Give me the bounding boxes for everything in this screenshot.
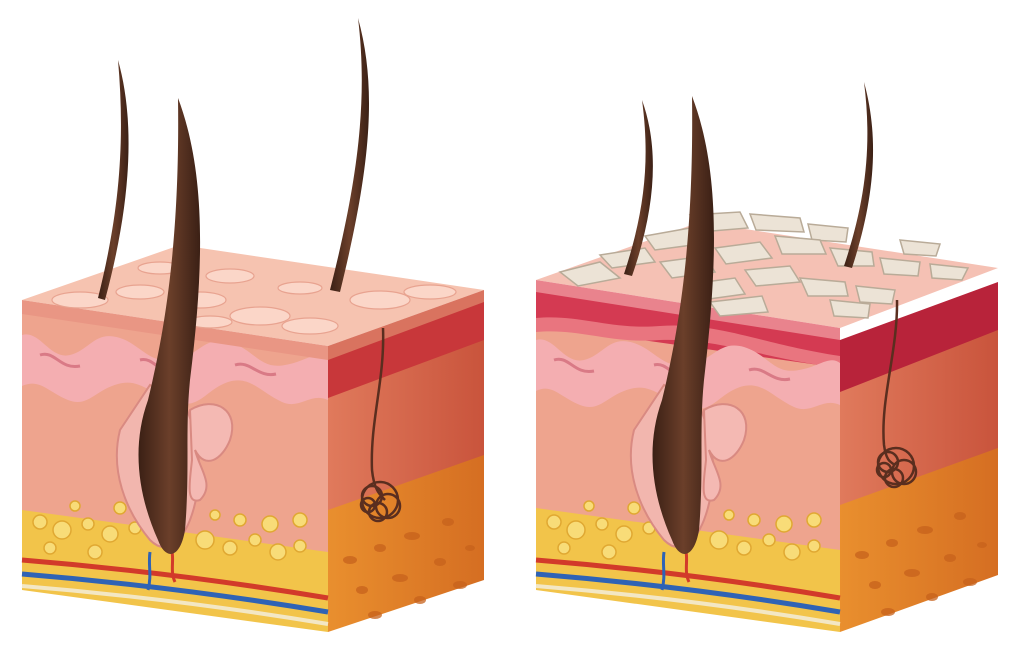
epidermis-top-face bbox=[22, 245, 484, 346]
capillary-blue-2 bbox=[660, 551, 666, 591]
vein bbox=[21, 571, 329, 615]
capillary-red-2 bbox=[684, 551, 691, 583]
hair-strand-4 bbox=[624, 100, 653, 276]
sebaceous-gland bbox=[188, 403, 234, 502]
artery bbox=[21, 557, 329, 601]
sweat-gland-coil bbox=[359, 480, 402, 523]
sweat-duct-2 bbox=[882, 299, 899, 467]
nerve-2 bbox=[535, 584, 841, 626]
epidermis-side-edge bbox=[328, 290, 484, 360]
hair-strand-3 bbox=[330, 18, 370, 292]
inflamed-band-wave bbox=[536, 317, 840, 368]
sebaceous-gland-2 bbox=[702, 403, 748, 502]
fat-side-dots bbox=[343, 518, 475, 619]
red-band-side-2 bbox=[840, 282, 998, 392]
hair-strand-2-main bbox=[138, 98, 201, 554]
vein-2 bbox=[535, 571, 841, 615]
skin-flakes bbox=[558, 211, 970, 319]
hair-strand-5-main bbox=[652, 96, 714, 554]
fat-cells bbox=[32, 500, 308, 561]
fat-side-dots-2 bbox=[855, 512, 987, 616]
sweat-duct bbox=[370, 327, 386, 501]
red-band-side bbox=[328, 298, 484, 398]
healthy-skin-block bbox=[21, 18, 484, 632]
sweat-gland-coil-2 bbox=[875, 446, 918, 489]
hair-strand-6 bbox=[844, 82, 874, 268]
nerve bbox=[21, 584, 329, 626]
capillary-red bbox=[170, 551, 177, 583]
damaged-skin-block bbox=[535, 82, 998, 632]
capillary-blue bbox=[146, 551, 152, 591]
artery-2 bbox=[535, 557, 841, 601]
hair-strand-1 bbox=[98, 60, 129, 300]
fat-cells-2 bbox=[546, 500, 822, 561]
